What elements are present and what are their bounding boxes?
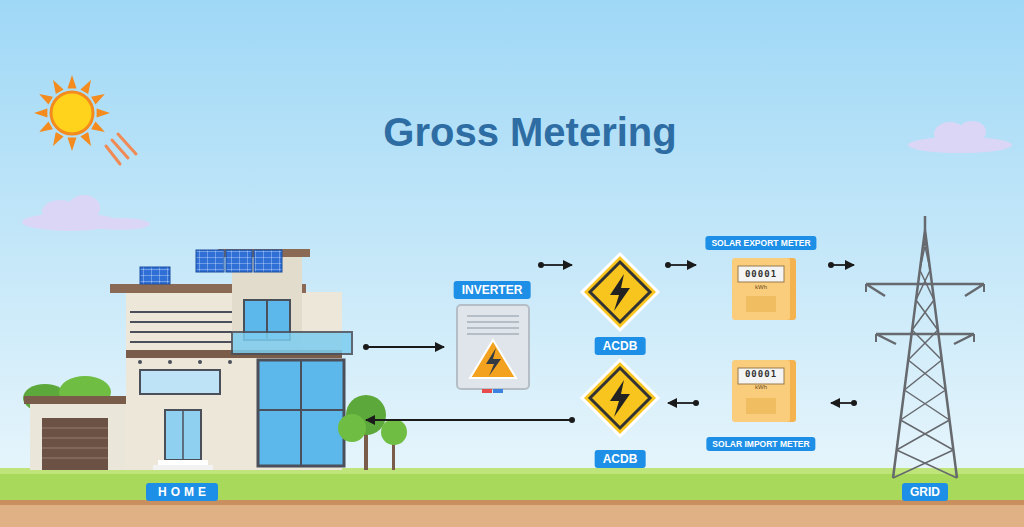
flow-line	[366, 346, 444, 348]
flow-dot	[569, 417, 575, 423]
flow-dot	[828, 262, 834, 268]
sun-ray	[68, 75, 77, 88]
flow-dot	[693, 400, 699, 406]
flow-arrow	[828, 262, 854, 268]
sun-ray	[39, 94, 53, 105]
label-pill: INVERTER	[454, 281, 531, 299]
sun-ray	[80, 80, 91, 94]
flow-line	[366, 419, 572, 421]
sun-ray	[53, 80, 64, 94]
sun-ray	[39, 121, 53, 132]
flow-arrow	[668, 400, 699, 406]
flow-dot	[363, 344, 369, 350]
home-node: HOME	[20, 245, 360, 503]
meter-reading: 00001	[745, 269, 777, 279]
sun-ray	[80, 132, 91, 146]
flow-line	[831, 402, 854, 404]
sun-ray	[34, 109, 47, 118]
flow-dot	[538, 262, 544, 268]
flow-line	[668, 264, 696, 266]
flow-dot	[851, 400, 857, 406]
meter-unit: kWh	[755, 284, 767, 290]
flow-arrow	[366, 417, 575, 423]
meter-unit: kWh	[755, 384, 767, 390]
label-pill: SOLAR EXPORT METER	[705, 236, 816, 250]
flow-line	[668, 402, 696, 404]
grid-node: GRID	[860, 215, 1017, 503]
sun-ray	[91, 94, 105, 105]
flow-line	[541, 264, 572, 266]
flow-dot	[665, 262, 671, 268]
acdb-node: ACDB	[578, 356, 662, 470]
meter-node: SOLAR IMPORT METER 00001 kWh	[702, 358, 825, 454]
meter-node: SOLAR EXPORT METER 00001 kWh	[702, 234, 825, 324]
sun-ray	[53, 132, 64, 146]
label-pill: ACDB	[595, 450, 646, 468]
label-pill: ACDB	[595, 337, 646, 355]
flow-arrow	[538, 262, 572, 268]
sun-ray	[91, 121, 105, 132]
inverter-node: INVERTER	[450, 258, 535, 392]
meter-reading: 00001	[745, 369, 777, 379]
label-pill: GRID	[902, 483, 948, 501]
flow-arrow	[831, 400, 857, 406]
sun-ray	[97, 109, 110, 118]
sun-ray	[68, 138, 77, 151]
flow-arrow	[665, 262, 696, 268]
label-pill: SOLAR IMPORT METER	[706, 437, 815, 451]
acdb-node: ACDB	[578, 250, 662, 357]
label-pill: HOME	[146, 483, 218, 501]
flow-line	[831, 264, 854, 266]
diagram-title: Gross Metering	[0, 110, 1024, 155]
flow-arrow	[363, 344, 444, 350]
